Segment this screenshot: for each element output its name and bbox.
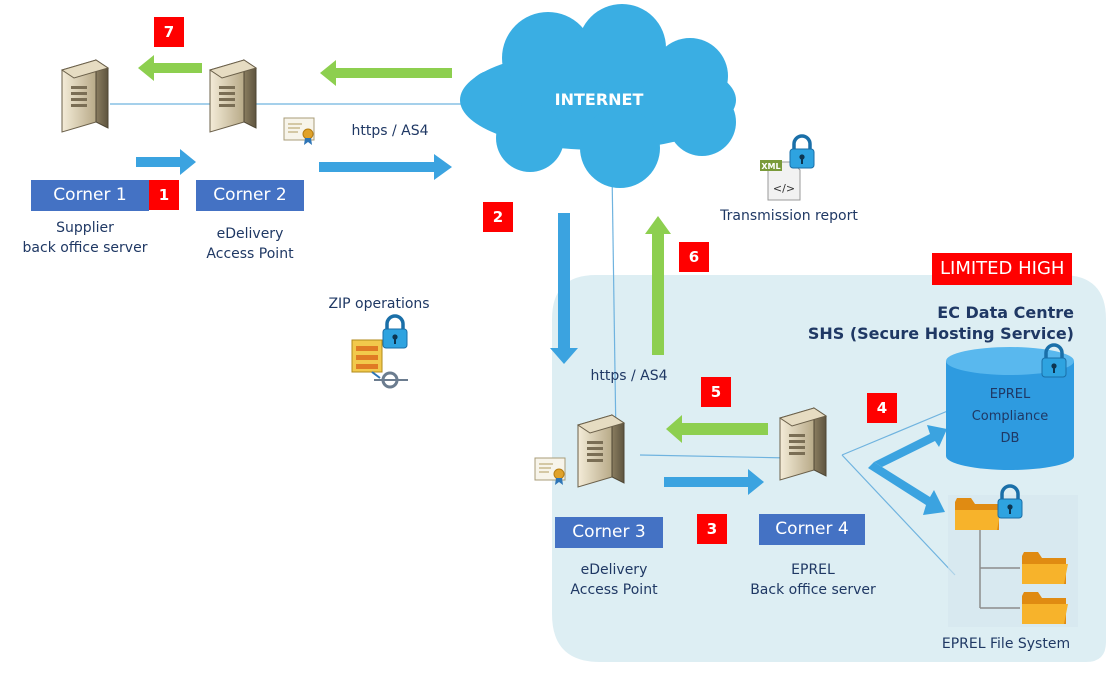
corner-2-caption: eDelivery Access Point: [180, 224, 320, 264]
corner-4-caption: EPREL Back office server: [728, 560, 898, 600]
xml-file-icon: XML </>: [760, 160, 801, 201]
step-7-badge: 7: [154, 17, 184, 47]
caption-line: Supplier: [56, 220, 114, 236]
caption-line: back office server: [22, 240, 148, 256]
zone-title: EC Data Centre: [937, 303, 1074, 322]
server-icon: [209, 59, 257, 133]
corner-3-label: Corner 3: [555, 517, 663, 548]
file-tree-lines: [979, 530, 1020, 609]
https-label-bottom: https / AS4: [590, 368, 668, 384]
zip-operations-label: ZIP operations: [328, 296, 430, 312]
file-system-label: EPREL File System: [941, 636, 1071, 652]
corner-3-caption: eDelivery Access Point: [544, 560, 684, 600]
xml-tag: XML: [761, 162, 780, 171]
https-label-top: https / AS4: [351, 123, 429, 139]
caption-line: EPREL: [791, 562, 835, 578]
db-label-line-1: EPREL: [990, 387, 1031, 402]
certificate-icon: [283, 117, 315, 146]
green-arrows: [138, 55, 768, 443]
corner-1-label: Corner 1: [31, 180, 149, 211]
step-2-badge: 2: [483, 202, 513, 232]
server-icon: [577, 414, 625, 488]
caption-line: Access Point: [570, 582, 658, 598]
step-1-badge: 1: [149, 180, 179, 210]
caption-line: eDelivery: [580, 562, 648, 578]
caption-line: Back office server: [750, 582, 876, 598]
server-icon: [61, 59, 109, 133]
caption-line: Access Point: [206, 246, 294, 262]
lock-icon: [788, 134, 816, 170]
classification-badge: LIMITED HIGH: [932, 253, 1073, 285]
db-label-line-3: DB: [1001, 431, 1020, 446]
step-5-badge: 5: [701, 377, 731, 407]
transmission-report-label: Transmission report: [720, 208, 858, 224]
server-icon: [779, 407, 827, 481]
cloud-label: INTERNET: [555, 90, 644, 109]
blue-arrows: [136, 149, 947, 515]
certificate-icon: [534, 457, 566, 486]
db-label-line-2: Compliance: [972, 409, 1049, 424]
zip-archive-icon: [351, 339, 408, 389]
zone-subtitle: SHS (Secure Hosting Service): [807, 324, 1074, 343]
lock-icon: [381, 314, 409, 350]
step-3-badge: 3: [697, 514, 727, 544]
caption-line: eDelivery: [216, 226, 284, 242]
xml-glyph: </>: [773, 182, 795, 195]
corner-1-caption: Supplier back office server: [0, 218, 170, 258]
cloud-icon: [460, 4, 736, 188]
step-4-badge: 4: [867, 393, 897, 423]
corner-4-label: Corner 4: [759, 514, 865, 545]
step-6-badge: 6: [679, 242, 709, 272]
corner-2-label: Corner 2: [196, 180, 304, 211]
connector-lines: [110, 103, 956, 576]
